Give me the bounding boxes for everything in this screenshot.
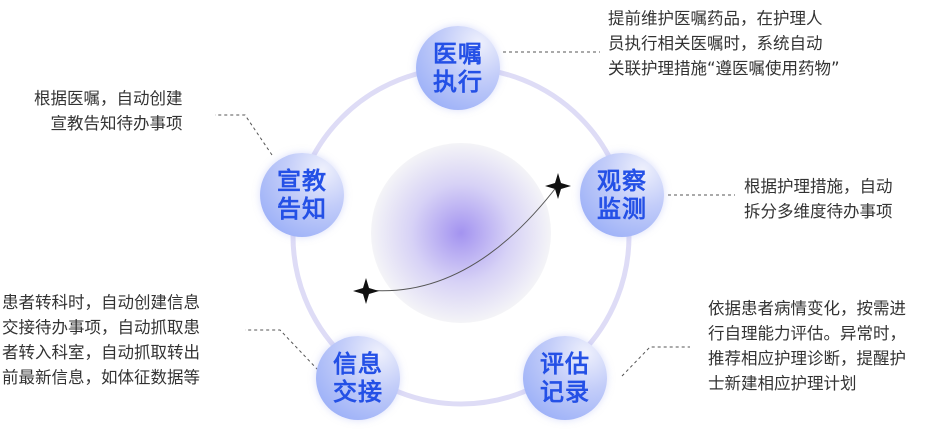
node-label: 评估 bbox=[540, 350, 590, 378]
node-label: 观察 bbox=[597, 167, 647, 195]
node-education[interactable]: 宣教 告知 bbox=[260, 153, 344, 237]
description-line: 患者转科时，自动创建信息 bbox=[2, 293, 200, 312]
medical-order-description: 提前维护医嘱药品，在护理人 员执行相关医嘱时，系统自动 关联护理措施“遵医嘱使用… bbox=[608, 6, 840, 81]
orbit-arc bbox=[365, 184, 559, 292]
education-description: 根据医嘱，自动创建 宣教告知待办事项 bbox=[34, 86, 183, 136]
sparkle-icon bbox=[353, 278, 379, 304]
description-line: 关联护理措施“遵医嘱使用药物” bbox=[608, 59, 840, 78]
description-line: 员执行相关医嘱时，系统自动 bbox=[608, 34, 823, 53]
description-line: 根据医嘱，自动创建 bbox=[34, 89, 183, 108]
description-line: 提前维护医嘱药品，在护理人 bbox=[608, 9, 823, 28]
node-label: 宣教 bbox=[277, 167, 327, 195]
node-label: 执行 bbox=[433, 68, 483, 96]
handover-description: 患者转科时，自动创建信息 交接待办事项，自动抓取患 者转入科室，自动抓取转出 前… bbox=[2, 290, 200, 390]
assessment-description: 依据患者病情变化，按需进 行自理能力评估。异常时， 推荐相应护理诊断，提醒护 士… bbox=[708, 296, 906, 396]
node-handover[interactable]: 信息 交接 bbox=[316, 336, 400, 420]
center-sphere bbox=[371, 143, 551, 323]
node-medical-order[interactable]: 医嘱 执行 bbox=[416, 26, 500, 110]
description-line: 根据护理措施，自动 bbox=[744, 177, 893, 196]
observation-description: 根据护理措施，自动 拆分多维度待办事项 bbox=[744, 174, 893, 224]
description-line: 交接待办事项，自动抓取患 bbox=[2, 318, 200, 337]
node-label: 医嘱 bbox=[433, 40, 483, 68]
description-line: 依据患者病情变化，按需进 bbox=[708, 299, 906, 318]
description-line: 宣教告知待办事项 bbox=[50, 114, 183, 133]
node-observation[interactable]: 观察 监测 bbox=[580, 153, 664, 237]
node-label: 记录 bbox=[540, 378, 590, 406]
description-line: 推荐相应护理诊断，提醒护 bbox=[708, 349, 906, 368]
connector-lines bbox=[215, 51, 735, 377]
description-line: 拆分多维度待办事项 bbox=[744, 202, 893, 221]
node-assessment[interactable]: 评估 记录 bbox=[523, 336, 607, 420]
description-line: 行自理能力评估。异常时， bbox=[708, 324, 906, 343]
node-label: 告知 bbox=[277, 195, 327, 223]
sparkle-icon bbox=[545, 173, 571, 199]
node-label: 信息 bbox=[333, 350, 383, 378]
node-label: 监测 bbox=[597, 195, 647, 223]
node-label: 交接 bbox=[333, 378, 383, 406]
description-line: 士新建相应护理计划 bbox=[708, 374, 857, 393]
description-line: 前最新信息，如体征数据等 bbox=[2, 368, 200, 387]
description-line: 者转入科室，自动抓取转出 bbox=[2, 343, 200, 362]
